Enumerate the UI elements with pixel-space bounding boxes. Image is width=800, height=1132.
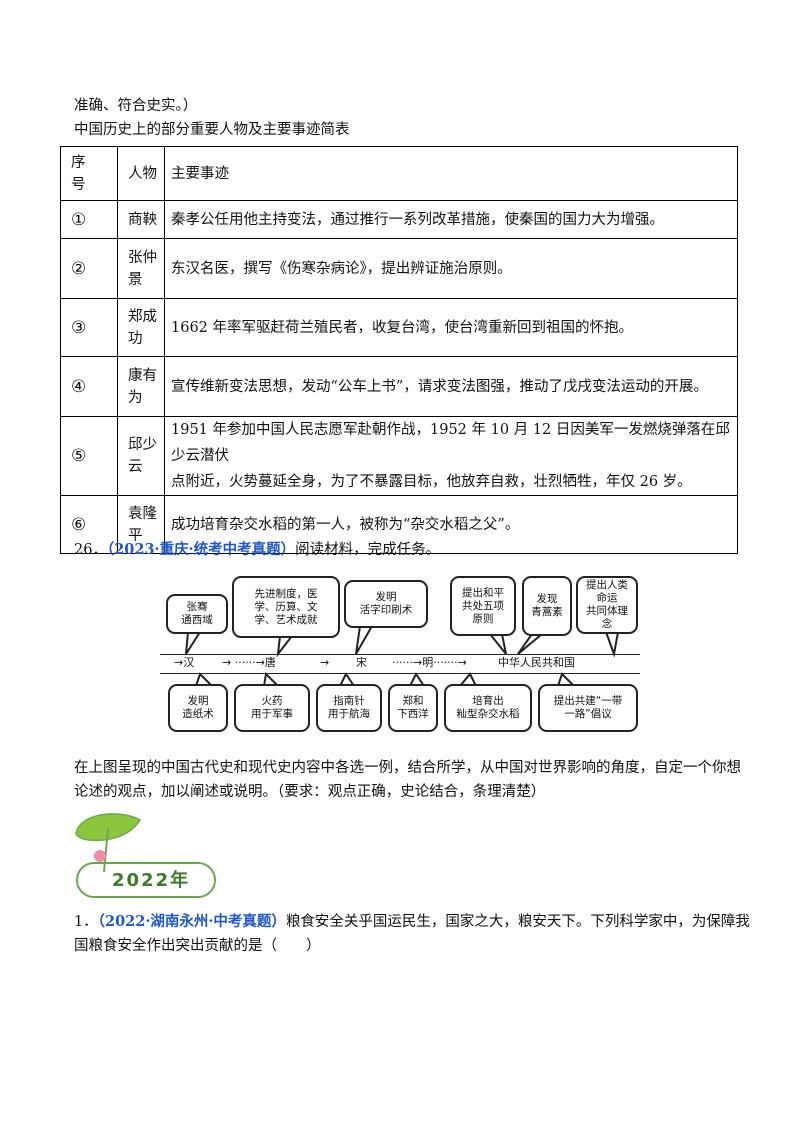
table-row: ③ 郑成功 1662 年率军驱赶荷兰殖民者，收复台湾，使台湾重新回到祖国的怀抱。 [60,298,738,357]
row-person: 康有为 [117,356,165,417]
timeline-song: 宋 [356,656,367,669]
year-badge-label: 2022年 [112,870,191,891]
task-line: 在上图呈现的中国古代史和现代史内容中各选一例，结合所学，从中国对世界影响的角度，… [74,760,741,776]
question-1-line2: 国粮食安全作出突出贡献的是（ ） [74,938,321,954]
bubble-tang-achievements: 先进制度，医 学、历算、文 学、艺术成就 [232,576,340,638]
question-26: 26．（2023·重庆·统考中考真题）阅读材料，完成任务。 [74,540,440,560]
row-deed: 1951 年参加中国人民志愿军赴朝作战，1952 年 10 月 12 日因美军一… [164,416,738,496]
row-number: ④ [60,356,118,417]
table-row: ④ 康有为 宣传维新变法思想，发动“公车上书”，请求变法图强，推动了戊戌变法运动… [60,356,738,417]
row-number: ② [60,238,118,299]
bubble-zhangqian: 张骞 通西域 [166,594,228,634]
header-person: 人物 [117,146,165,201]
history-timeline-diagram: 张骞 通西域 先进制度，医 学、历算、文 学、艺术成就 发明 活字印刷术 提出和… [160,574,640,746]
bubble-movable-type: 发明 活字印刷术 [344,580,428,628]
table-header-row: 序 号 人物 主要事迹 [60,146,738,201]
lotus-leaf-icon [75,813,142,873]
question-number: 26． [74,542,107,558]
header-no: 序 号 [60,146,118,201]
year-badge [76,862,216,898]
table-row: ① 商鞅 秦孝公任用他主持变法，通过推行一系列改革措施，使秦国的国力大为增强。 [60,200,738,239]
row-person: 商鞅 [117,200,165,239]
task-line: 论述的观点，加以阐述或说明。（要求：观点正确，史论结合，条理清楚） [74,784,546,800]
table-row: ⑥ 袁隆平 成功培育杂交水稻的第一人，被称为“杂交水稻之父”。 [60,495,738,554]
row-deed: 成功培育杂交水稻的第一人，被称为“杂交水稻之父”。 [164,495,738,554]
bubble-gunpowder: 火药 用于军事 [234,684,310,732]
question-source: （2023·重庆·统考中考真题） [106,541,296,558]
row-person: 袁隆平 [117,495,165,554]
history-table: 序 号 人物 主要事迹 ① 商鞅 秦孝公任用他主持变法，通过推行一系列改革措施，… [60,146,738,554]
row-deed: 1662 年率军驱赶荷兰殖民者，收复台湾，使台湾重新回到祖国的怀抱。 [164,298,738,357]
timeline-han: →汉 [174,656,195,669]
row-deed: 东汉名医，撰写《伤寒杂病论》，提出辨证施治原则。 [164,238,738,299]
bubble-shared-future: 提出人类命运 共同体理念 [576,576,638,634]
bubble-artemisinin: 发现 青蒿素 [522,576,572,636]
question-text: 阅读材料，完成任务。 [295,542,441,558]
row-deed: 秦孝公任用他主持变法，通过推行一系列改革措施，使秦国的国力大为增强。 [164,200,738,239]
row-person: 邱少云 [117,416,165,496]
row-number: ⑤ [60,416,118,496]
row-number: ⑥ [60,495,118,554]
bubble-five-principles: 提出和平 共处五项 原则 [450,576,516,636]
question-source: （2022·湖南永州·中考真题） [97,913,286,930]
lotus-flower-icon [94,850,106,862]
row-number: ③ [60,298,118,357]
timeline-bar [160,654,640,674]
header-deed: 主要事迹 [164,146,738,201]
table-title: 中国历史上的部分重要人物及主要事迹简表 [74,122,350,138]
timeline-ming: ······→明·······→ [392,656,467,669]
bubble-zhenghe: 郑和 下西洋 [388,684,438,732]
timeline-tang: → ······→唐 [222,656,276,669]
question-text: 粮食安全关乎国运民生，国家之大，粮安天下。下列科学家中，为保障我 [285,914,750,930]
row-number: ① [60,200,118,239]
table-row: ⑤ 邱少云 1951 年参加中国人民志愿军赴朝作战，1952 年 10 月 12… [60,416,738,496]
timeline-prc: 中华人民共和国 [498,656,575,669]
row-person: 张仲景 [117,238,165,299]
bubble-belt-road: 提出共建“一带 一路”倡议 [538,684,638,732]
row-person: 郑成功 [117,298,165,357]
row-deed: 宣传维新变法思想，发动“公车上书”，请求变法图强，推动了戊戌变法运动的开展。 [164,356,738,417]
question-1: 1．（2022·湖南永州·中考真题）粮食安全关乎国运民生，国家之大，粮安天下。下… [74,912,750,932]
intro-line: 准确、符合史实。） [74,98,198,114]
question-number: 1． [74,914,98,930]
timeline-arrow: → [320,656,330,669]
bubble-hybrid-rice: 培育出 籼型杂交水稻 [444,684,532,732]
table-row: ② 张仲景 东汉名医，撰写《伤寒杂病论》，提出辨证施治原则。 [60,238,738,299]
bubble-compass: 指南针 用于航海 [316,684,382,732]
bubble-paper: 发明 造纸术 [168,684,228,732]
